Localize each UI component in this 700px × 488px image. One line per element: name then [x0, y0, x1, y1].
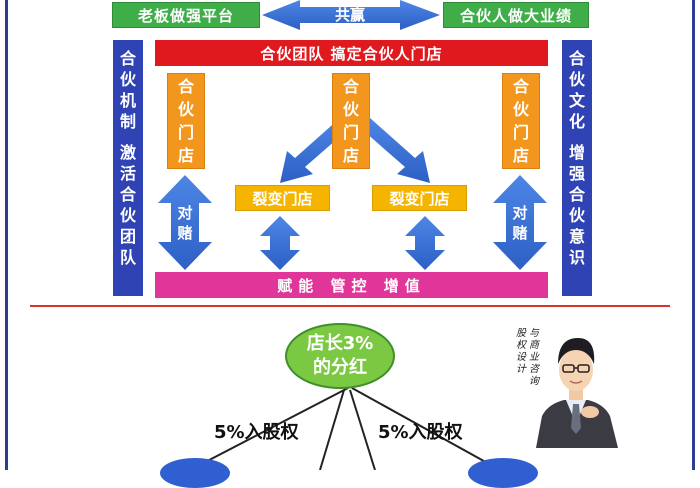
partner-store-box-right: 合 伙 门 店: [502, 73, 540, 169]
right-column-char: 伙: [568, 206, 585, 225]
empower-control-bar: 赋能 管控 增值: [155, 272, 548, 298]
right-column-char: 伙: [568, 70, 585, 89]
branch-line-4: [351, 387, 501, 470]
calligraphy-char: 商: [529, 340, 539, 351]
right-column-char: 合: [568, 185, 585, 204]
bet-char: 对: [512, 204, 528, 222]
store-char: 伙: [342, 100, 359, 119]
store-char: 门: [512, 123, 529, 142]
left-column-char: 合: [119, 185, 136, 204]
calligraphy-char: 权: [516, 340, 526, 351]
person-icon: [536, 338, 618, 448]
store-char: 门: [177, 123, 194, 142]
partner-team-label: 合伙团队 搞定合伙人门店: [260, 44, 443, 63]
child-node-left: [160, 458, 230, 488]
child-node-right: [468, 458, 538, 488]
store-char: 伙: [512, 100, 529, 119]
calligraphy-text-2: 与 商 业 咨 询: [528, 328, 540, 388]
win-win-arrow: [262, 0, 440, 30]
win-win-label: 共赢: [334, 5, 365, 24]
right-bet-arrow: [493, 175, 547, 270]
left-column-char: 激: [119, 143, 136, 162]
calligraphy-char: 咨: [529, 364, 539, 375]
partner-team-bar: 合伙团队 搞定合伙人门店: [155, 40, 548, 66]
store-char: 合: [177, 77, 194, 96]
store-char: 门: [342, 123, 359, 142]
branch-line-2: [319, 389, 345, 470]
bet-label-right: 对 赌: [507, 203, 533, 243]
calligraphy-char: 计: [516, 364, 526, 375]
equity-label-left: 5%入股权: [214, 422, 299, 443]
section-divider: [30, 305, 670, 307]
bet-char: 赌: [177, 224, 193, 242]
split-store-label: 裂变门店: [252, 189, 313, 208]
circle-line: 店长3%: [306, 333, 374, 354]
right-column-char: 化: [568, 112, 585, 131]
calligraphy-char: 股: [516, 328, 526, 339]
calligraphy-char: 设: [516, 352, 526, 363]
right-column-char: 合: [568, 49, 585, 68]
split-arrow-right: [358, 118, 430, 183]
boss-platform-label: 老板做强平台: [137, 6, 234, 25]
bet-char: 对: [177, 204, 193, 222]
calligraphy-char: 与: [529, 328, 539, 339]
left-column-char: 伙: [119, 206, 136, 225]
left-column-char: 机: [119, 91, 136, 110]
store-arrow-right: [405, 216, 445, 270]
store-char: 店: [177, 146, 194, 165]
left-border: [5, 0, 8, 470]
partner-performance-box: 合伙人做大业绩: [443, 2, 589, 28]
right-column-char: 识: [568, 248, 585, 267]
store-char: 伙: [177, 100, 194, 119]
calligraphy-char: 业: [529, 352, 539, 363]
calligraphy-char: 询: [529, 376, 539, 387]
partner-store-box-left: 合 伙 门 店: [167, 73, 205, 169]
left-column-char: 队: [119, 248, 136, 267]
circle-line: 的分红: [313, 357, 367, 378]
store-char: 合: [342, 77, 359, 96]
boss-platform-box: 老板做强平台: [112, 2, 260, 28]
empower-control-label: 赋能 管控 增值: [277, 276, 426, 295]
left-column-char: 合: [119, 49, 136, 68]
bet-char: 赌: [512, 224, 528, 242]
right-column-char: 强: [568, 164, 585, 183]
partner-culture-column: 合 伙 文 化 增 强 合 伙 意 识: [562, 40, 592, 296]
right-column-char: 增: [568, 143, 585, 162]
right-column-char: 意: [568, 227, 585, 246]
store-arrow-left: [260, 216, 300, 270]
branch-line-3: [349, 389, 376, 470]
arrows-layer: [158, 0, 547, 470]
right-column-char: 文: [568, 91, 585, 110]
equity-label-right: 5%入股权: [378, 422, 463, 443]
store-char: 店: [512, 146, 529, 165]
left-column-char: 制: [119, 112, 136, 131]
calligraphy-text-1: 股 权 设 计: [515, 328, 527, 376]
right-border: [692, 0, 695, 470]
left-bet-arrow: [158, 175, 212, 270]
partner-performance-label: 合伙人做大业绩: [459, 6, 572, 25]
split-store-right: 裂变门店: [372, 185, 467, 211]
left-column-char: 活: [119, 164, 136, 183]
split-store-label: 裂变门店: [389, 189, 450, 208]
store-char: 店: [342, 146, 359, 165]
partner-store-box-center: 合 伙 门 店: [332, 73, 370, 169]
left-column-char: 伙: [119, 70, 136, 89]
partner-mechanism-column: 合 伙 机 制 激 活 合 伙 团 队: [113, 40, 143, 296]
left-column-char: 团: [119, 227, 136, 246]
split-store-left: 裂变门店: [235, 185, 330, 211]
store-char: 合: [512, 77, 529, 96]
manager-dividend-circle: 店长3% 的分红: [285, 323, 395, 389]
branch-line-1: [189, 387, 349, 470]
presenter-avatar: [528, 320, 624, 448]
bet-label-left: 对 赌: [172, 203, 198, 243]
